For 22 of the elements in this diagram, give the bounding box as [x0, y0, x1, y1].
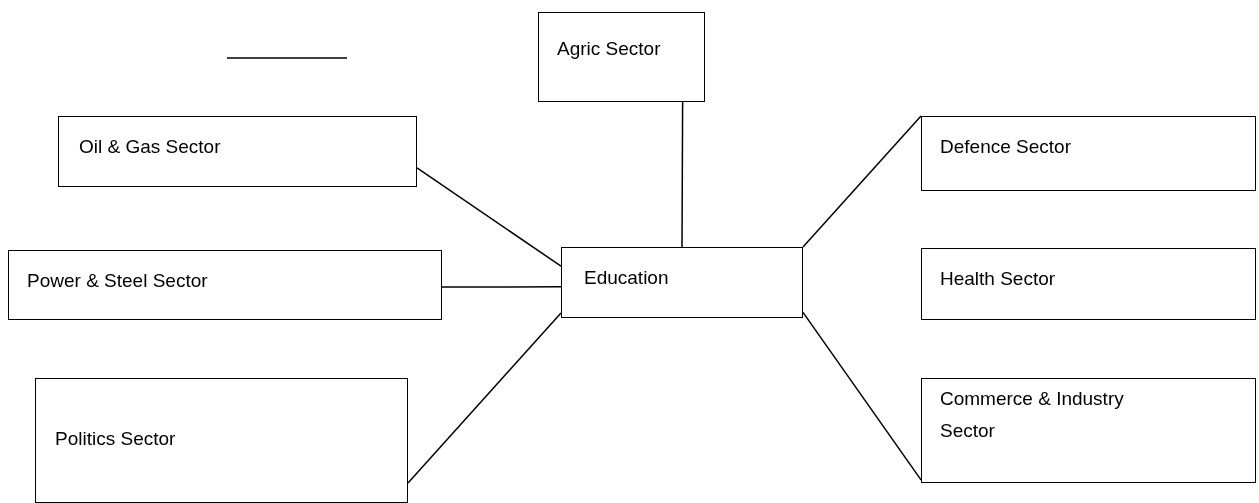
connector-line [681, 101, 684, 248]
connector-line [416, 167, 562, 267]
connector-line [407, 312, 562, 484]
box-label: Oil & Gas Sector [79, 135, 221, 159]
sector-box [35, 378, 408, 503]
connector-line [802, 115, 922, 248]
box-label: Defence Sector [940, 135, 1071, 159]
box-label: Education [584, 266, 669, 290]
connector-line [441, 286, 562, 288]
sector-box [921, 378, 1256, 483]
sector-box [8, 250, 442, 320]
sector-box [58, 116, 417, 187]
sector-box [561, 247, 803, 318]
connector-line [802, 311, 922, 481]
box-label: Health Sector [940, 267, 1056, 291]
box-label: Power & Steel Sector [27, 269, 208, 293]
sector-box [921, 116, 1256, 191]
box-label: Commerce & Industry Sector [940, 387, 1125, 443]
box-label: Politics Sector [55, 427, 176, 451]
box-label: Agric Sector [557, 37, 661, 61]
sector-box [921, 248, 1256, 320]
sector-box [538, 12, 705, 102]
